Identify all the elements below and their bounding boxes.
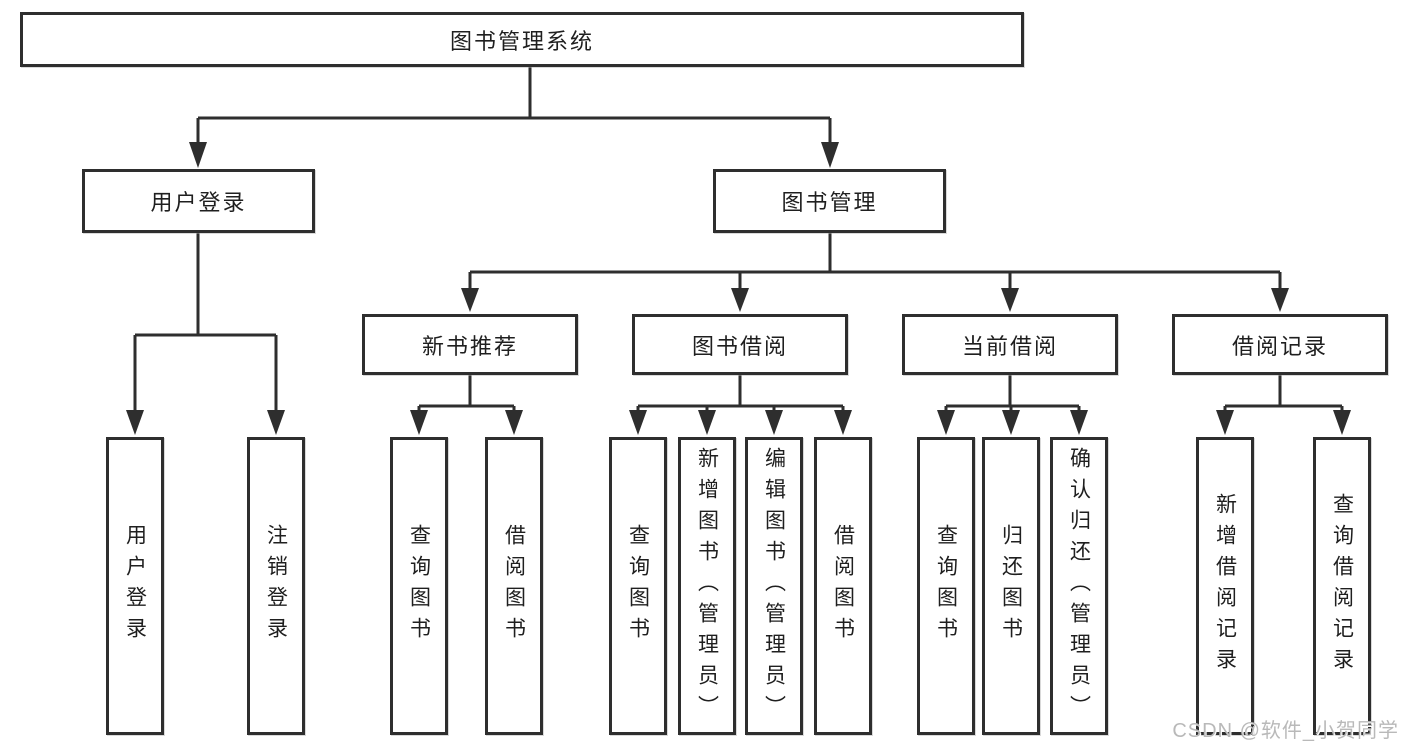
node-label: 查询图书 [626, 524, 650, 648]
node-borrow-record: 借阅记录 [1172, 314, 1388, 375]
leaf-add-borrow-record: 新增借阅记录 [1196, 437, 1254, 735]
node-label: 借阅图书 [831, 524, 855, 648]
node-label: 用户登录 [150, 190, 247, 215]
leaf-return-books: 归还图书 [982, 437, 1040, 735]
node-book-borrow: 图书借阅 [632, 314, 848, 375]
leaf-query-books-borrow: 查询图书 [609, 437, 667, 735]
node-label: 借阅图书 [502, 524, 526, 648]
node-label: 编辑图书（管理员） [762, 446, 786, 726]
node-label: 归还图书 [999, 524, 1023, 648]
node-label: 用户登录 [123, 524, 147, 648]
node-book-management: 图书管理 [713, 169, 946, 233]
leaf-user-login: 用户登录 [106, 437, 164, 735]
leaf-query-books-recommend: 查询图书 [390, 437, 448, 735]
csdn-watermark: CSDN @软件_小贺同学 [1172, 720, 1399, 742]
node-label: 查询图书 [407, 524, 431, 648]
node-label: 当前借阅 [961, 333, 1058, 359]
leaf-add-books-admin: 新增图书（管理员） [678, 437, 736, 735]
node-label: 查询借阅记录 [1330, 493, 1354, 679]
node-label: 新增图书（管理员） [695, 446, 719, 726]
node-new-book-recommend: 新书推荐 [362, 314, 578, 375]
node-current-borrow: 当前借阅 [902, 314, 1118, 375]
node-label: 图书管理 [781, 190, 878, 215]
node-user-login: 用户登录 [82, 169, 315, 233]
node-label: 确认归还（管理员） [1067, 446, 1091, 726]
leaf-logout: 注销登录 [247, 437, 305, 735]
node-library-system: 图书管理系统 [20, 12, 1024, 67]
node-label: 图书管理系统 [449, 28, 594, 54]
leaf-borrow-books: 借阅图书 [814, 437, 872, 735]
leaf-confirm-return-admin: 确认归还（管理员） [1050, 437, 1108, 735]
node-label: 注销登录 [264, 524, 288, 648]
node-label: 新增借阅记录 [1213, 493, 1237, 679]
node-label: 图书借阅 [691, 333, 788, 359]
leaf-edit-books-admin: 编辑图书（管理员） [745, 437, 803, 735]
node-label: 查询图书 [934, 524, 958, 648]
node-label: 借阅记录 [1231, 333, 1328, 359]
leaf-borrow-books-recommend: 借阅图书 [485, 437, 543, 735]
leaf-query-borrow-record: 查询借阅记录 [1313, 437, 1371, 735]
node-label: 新书推荐 [421, 333, 518, 359]
leaf-query-books-current: 查询图书 [917, 437, 975, 735]
arrowheads [126, 142, 1351, 435]
